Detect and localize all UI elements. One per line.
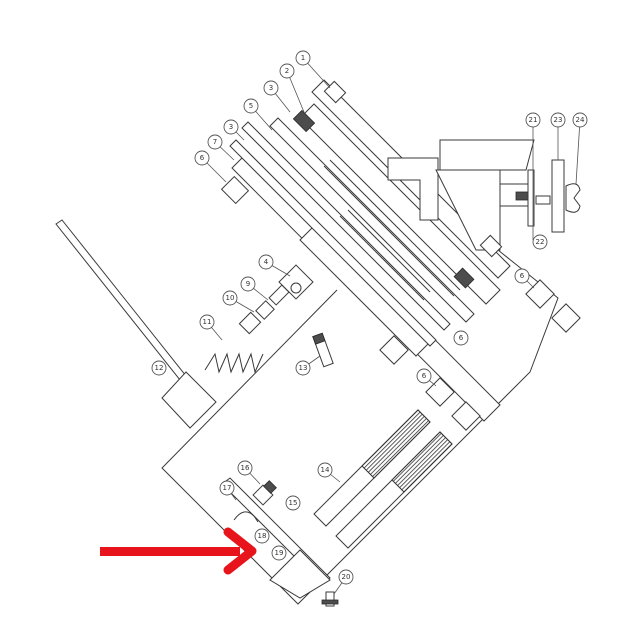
screw-assembly xyxy=(499,159,581,233)
svg-text:21: 21 xyxy=(529,116,538,124)
svg-text:6: 6 xyxy=(422,372,427,380)
callout-3a: 3 xyxy=(263,80,279,96)
callout-2: 2 xyxy=(279,63,295,79)
callout-6d: 6 xyxy=(416,368,432,384)
callout-3b: 3 xyxy=(223,119,239,135)
callout-5: 5 xyxy=(243,98,259,114)
nuts xyxy=(220,175,581,431)
svg-text:12: 12 xyxy=(155,364,164,372)
callout-24: 24 xyxy=(572,112,588,128)
svg-text:13: 13 xyxy=(299,364,308,372)
callout-7: 7 xyxy=(207,134,223,150)
callout-22: 22 xyxy=(532,234,548,250)
svg-text:18: 18 xyxy=(258,532,267,540)
callout-13: 13 xyxy=(295,360,311,376)
svg-text:6: 6 xyxy=(520,272,525,280)
svg-text:23: 23 xyxy=(554,116,563,124)
svg-text:15: 15 xyxy=(289,499,298,507)
svg-text:10: 10 xyxy=(226,294,235,302)
callout-12: 12 xyxy=(151,360,167,376)
svg-text:9: 9 xyxy=(246,280,250,288)
callout-18: 18 xyxy=(254,528,270,544)
callout-21: 21 xyxy=(525,112,541,128)
assembly-outline xyxy=(161,249,559,605)
lower-clamp xyxy=(221,477,339,607)
svg-text:1: 1 xyxy=(301,54,305,62)
callout-6b: 6 xyxy=(453,330,469,346)
handle-lever xyxy=(55,219,217,429)
callout-20: 20 xyxy=(338,569,354,585)
svg-text:3: 3 xyxy=(269,84,273,92)
svg-text:20: 20 xyxy=(342,573,351,581)
callout-11: 11 xyxy=(199,314,215,330)
top-bracket xyxy=(292,80,535,289)
callout-6c: 6 xyxy=(514,268,530,284)
callout-15: 15 xyxy=(285,495,301,511)
svg-text:6: 6 xyxy=(200,154,205,162)
svg-text:6: 6 xyxy=(459,334,464,342)
callout-19: 19 xyxy=(271,545,287,561)
callout-1: 1 xyxy=(295,50,311,66)
callout-6a: 6 xyxy=(194,150,210,166)
svg-text:11: 11 xyxy=(203,318,212,326)
svg-text:19: 19 xyxy=(275,549,284,557)
svg-text:3: 3 xyxy=(229,123,233,131)
spring xyxy=(204,284,290,374)
svg-text:4: 4 xyxy=(264,258,269,266)
callout-10: 10 xyxy=(222,290,238,306)
callout-14: 14 xyxy=(317,462,333,478)
callout-9: 9 xyxy=(240,276,256,292)
svg-text:7: 7 xyxy=(213,138,217,146)
svg-text:2: 2 xyxy=(285,67,289,75)
svg-text:17: 17 xyxy=(223,484,232,492)
svg-text:24: 24 xyxy=(576,116,585,124)
threaded-rods xyxy=(313,409,453,549)
callout-23: 23 xyxy=(550,112,566,128)
callout-17: 17 xyxy=(219,480,235,496)
svg-text:22: 22 xyxy=(536,238,545,246)
svg-text:14: 14 xyxy=(321,466,330,474)
svg-text:5: 5 xyxy=(249,102,253,110)
pivot-block xyxy=(278,264,334,368)
callout-16: 16 xyxy=(237,460,253,476)
red-arrow-icon xyxy=(100,527,257,575)
callout-4: 4 xyxy=(258,254,274,270)
svg-text:16: 16 xyxy=(241,464,250,472)
